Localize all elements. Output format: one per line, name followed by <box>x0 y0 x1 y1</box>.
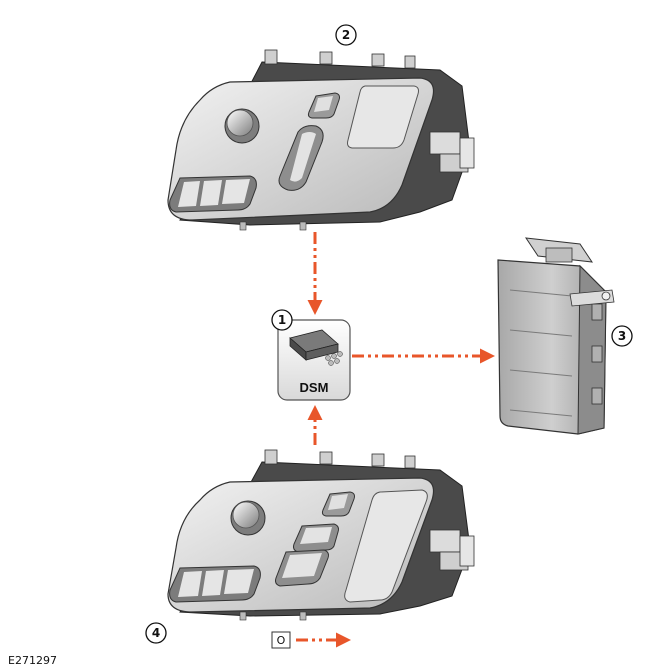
callout-4: 4 <box>145 622 167 644</box>
legend-symbol: O <box>277 634 286 647</box>
svg-text:3: 3 <box>618 329 626 343</box>
svg-text:4: 4 <box>152 626 160 640</box>
svg-text:2: 2 <box>342 28 350 42</box>
callout-3: 3 <box>611 325 633 347</box>
control-module-unit <box>497 237 615 435</box>
figure-reference: E271297 <box>8 654 57 667</box>
svg-text:1: 1 <box>278 313 286 327</box>
callout-2: 2 <box>335 24 357 46</box>
dsm-module-icon: DSM <box>277 319 351 401</box>
seat-switch-pack-bottom <box>167 449 475 621</box>
seat-switch-pack-top <box>167 49 475 231</box>
legend: O <box>271 631 291 649</box>
connection-arrows <box>296 232 495 648</box>
dsm-label: DSM <box>300 380 329 395</box>
callout-1: 1 <box>271 309 293 331</box>
